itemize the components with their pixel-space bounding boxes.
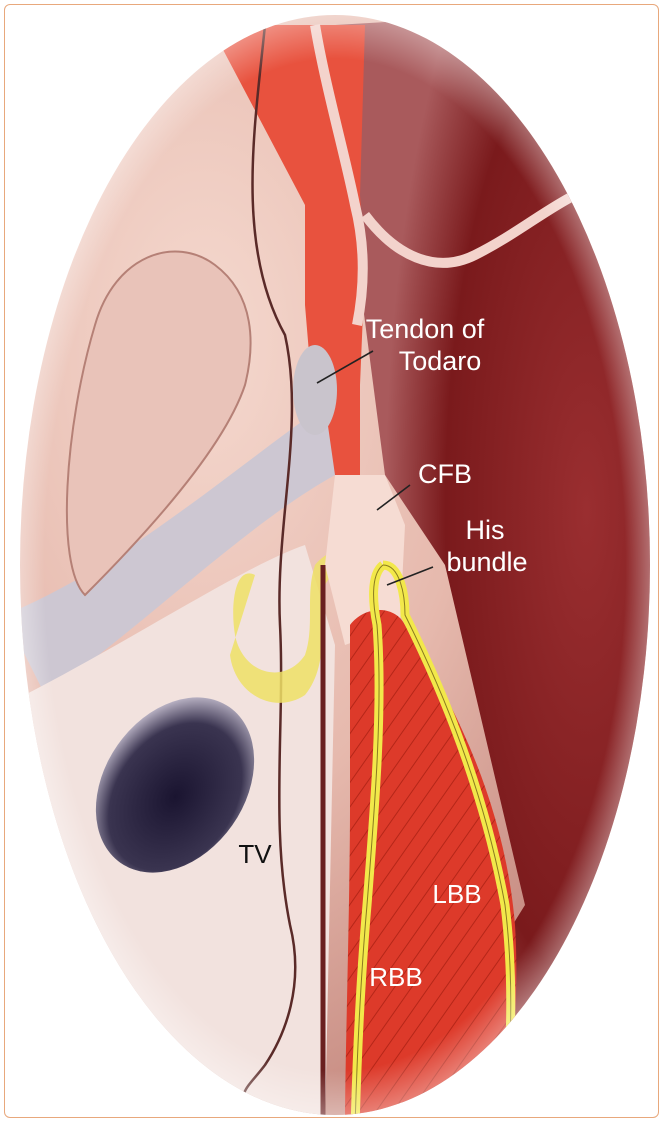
label-lbb: LBB: [432, 879, 481, 909]
heart-conduction-illustration: Tendon of Todaro CFB His bundle TV LBB R…: [5, 5, 659, 1118]
label-tv: TV: [238, 839, 272, 869]
label-his-line2: bundle: [446, 547, 527, 577]
label-tendon-line2: Todaro: [399, 346, 482, 376]
figure-frame: Tendon of Todaro CFB His bundle TV LBB R…: [4, 4, 659, 1118]
label-cfb: CFB: [418, 459, 472, 489]
label-his-line1: His: [466, 515, 505, 545]
label-rbb: RBB: [369, 962, 422, 992]
label-tendon-line1: Tendon of: [366, 314, 485, 344]
vignette: [5, 5, 659, 1118]
